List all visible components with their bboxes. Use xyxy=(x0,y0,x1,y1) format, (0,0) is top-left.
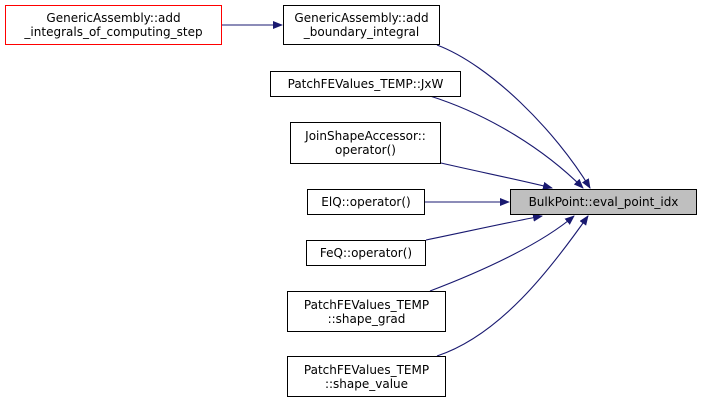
node-shape-grad[interactable]: PatchFEValues_TEMP ::shape_grad xyxy=(287,291,446,332)
node-jxw[interactable]: PatchFEValues_TEMP::JxW xyxy=(270,71,461,97)
edge-feq-to-focus xyxy=(425,213,543,241)
node-shape-value[interactable]: PatchFEValues_TEMP ::shape_value xyxy=(287,356,446,397)
node-join-shape-accessor-operator[interactable]: JoinShapeAccessor:: operator() xyxy=(290,122,441,164)
node-label-line: JoinShapeAccessor:: xyxy=(305,129,426,143)
node-bulk-point-eval-point-idx: BulkPoint::eval_point_idx xyxy=(510,189,697,215)
node-label-line: ::shape_value xyxy=(324,376,409,391)
node-add-integrals-of-computing-step[interactable]: GenericAssembly::add _integrals_of_compu… xyxy=(5,5,222,45)
edge-jxw-to-focus xyxy=(429,95,584,189)
edge-boundary-to-focus xyxy=(436,44,591,189)
node-label-line: operator() xyxy=(335,143,396,157)
edge-grad-to-focus xyxy=(429,215,575,292)
edge-join-to-focus xyxy=(440,162,553,190)
node-label-line: _integrals_of_computing_step xyxy=(24,25,203,39)
node-label-line: ElQ::operator() xyxy=(321,195,411,209)
node-label-line: PatchFEValues_TEMP xyxy=(303,297,430,312)
node-label-line: GenericAssembly::add xyxy=(294,11,429,25)
node-label-line: _boundary_integral xyxy=(303,25,420,39)
node-label-line: PatchFEValues_TEMP::JxW xyxy=(287,77,444,91)
node-label-line: GenericAssembly::add xyxy=(46,11,181,25)
node-add-boundary-integral[interactable]: GenericAssembly::add _boundary_integral xyxy=(283,5,440,45)
edge-value-to-focus xyxy=(436,215,589,357)
node-label-line: FeQ::operator() xyxy=(319,246,413,260)
focus-node-label: BulkPoint::eval_point_idx xyxy=(528,195,679,209)
node-feq-operator[interactable]: FeQ::operator() xyxy=(306,240,426,266)
node-label-line: ::shape_grad xyxy=(327,311,406,326)
node-elq-operator[interactable]: ElQ::operator() xyxy=(307,189,425,215)
node-label-line: PatchFEValues_TEMP xyxy=(303,362,430,377)
